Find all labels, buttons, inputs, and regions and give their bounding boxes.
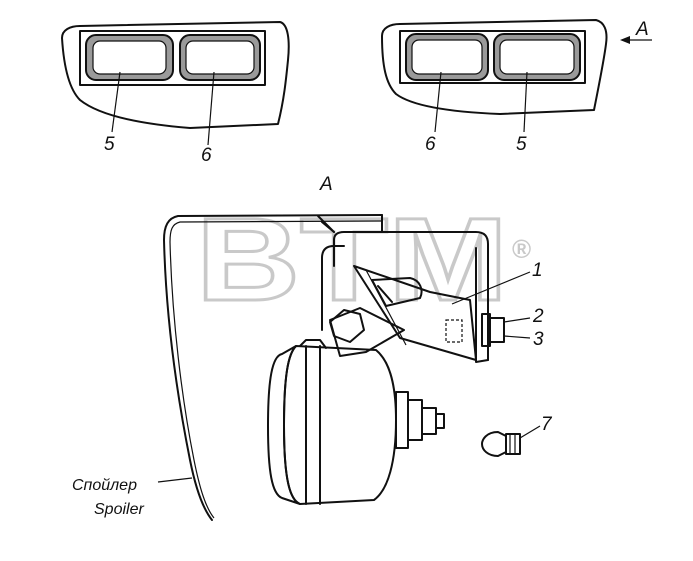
right-lamp-frame (399, 30, 586, 84)
right-panel-outline (381, 19, 608, 115)
fog-lamp-housing (283, 345, 397, 505)
main-assembly: A (72, 174, 553, 521)
callout-right-6: 6 (425, 134, 436, 155)
view-label-main: A (319, 174, 333, 195)
callout-right-5: 5 (516, 134, 527, 155)
fog-lamp-lens (267, 345, 301, 505)
callout-left-5: 5 (104, 134, 115, 155)
watermark-text: BTM (196, 194, 508, 326)
washer-3 (481, 313, 491, 347)
callout-2: 2 (532, 306, 544, 327)
spoiler-label-ru: Спойлер (72, 477, 137, 494)
adjustment-plate (353, 265, 477, 361)
callout-7: 7 (541, 414, 553, 435)
callout-left-6: 6 (201, 145, 212, 166)
view-label-top: A (635, 19, 649, 40)
left-lamp-panel: 5 6 (61, 21, 290, 166)
bolt-2 (487, 317, 505, 343)
left-lamp-frame (79, 30, 266, 86)
lamp-rear-connector (395, 391, 409, 449)
mounting-bracket (333, 231, 489, 361)
bulb-7 (481, 431, 521, 457)
left-panel-outline (61, 21, 290, 129)
pivot-nut (329, 309, 365, 343)
spoiler-edge (163, 214, 383, 521)
watermark-registered-mark: ® (512, 234, 531, 264)
callout-1: 1 (532, 260, 543, 281)
callout-3: 3 (533, 329, 544, 350)
hidden-nut (445, 319, 463, 343)
spoiler-label-en: Spoiler (94, 501, 144, 518)
watermark: BTM ® (195, 193, 532, 328)
right-lamp-panel: 6 5 A (381, 19, 652, 155)
